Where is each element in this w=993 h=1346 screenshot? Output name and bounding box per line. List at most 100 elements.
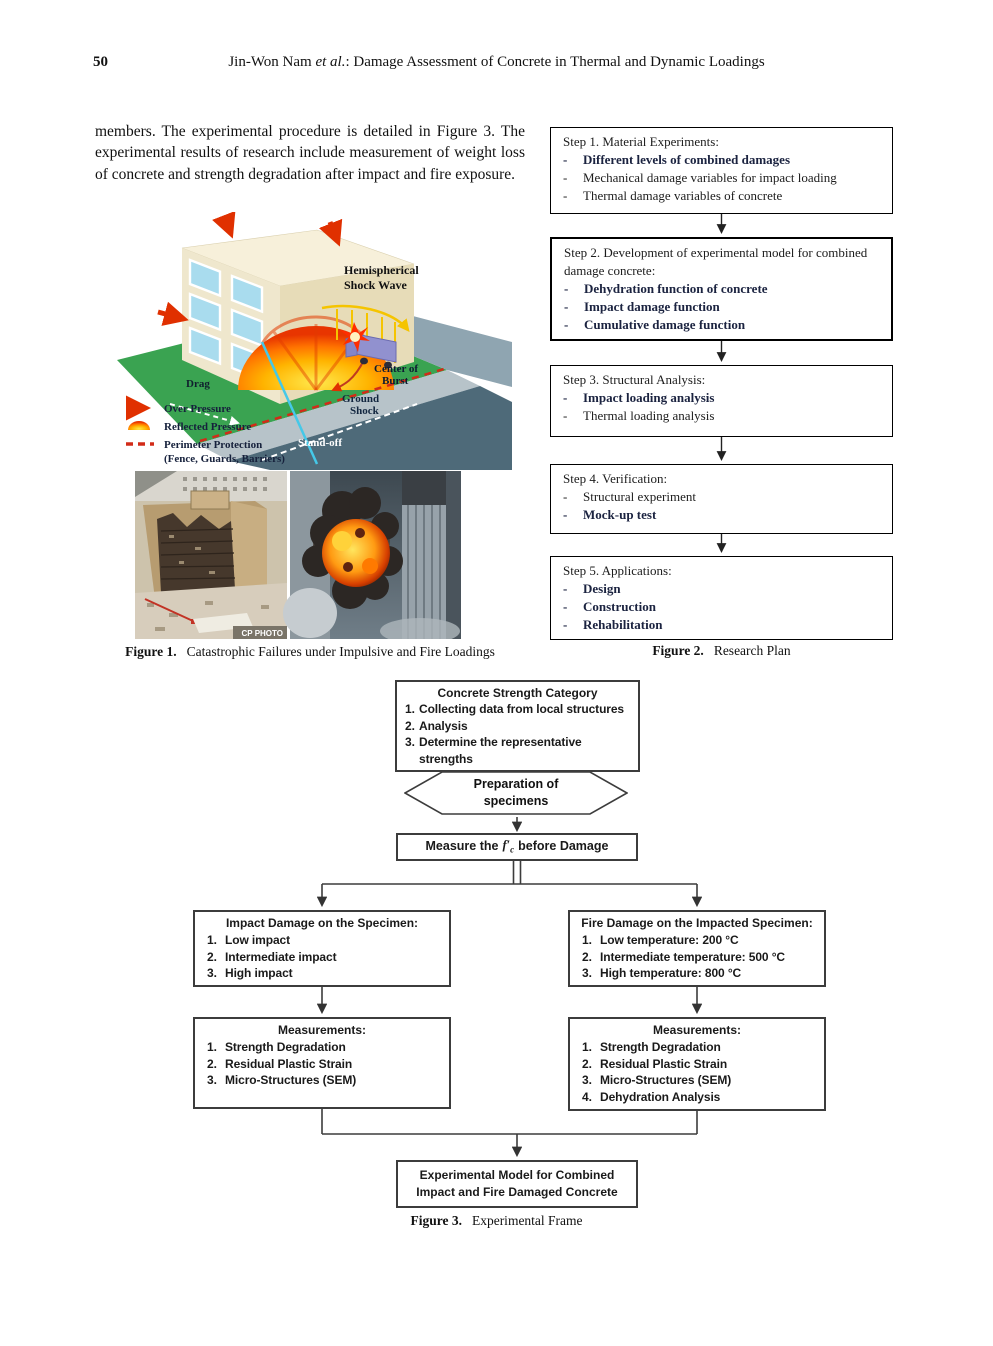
fire-damage-box: Fire Damage on the Impacted Specimen: 1.… [568,910,826,988]
label-shock: Shock [350,405,380,417]
item-text: Intermediate temperature: 500 °C [600,949,785,964]
measurements-right-box: Measurements: 1.Strength Degradation 2.R… [568,1017,826,1111]
reflected-pressure-icon [128,421,150,430]
step-item-text: Thermal damage variables of concrete [583,187,783,203]
item-text: Dehydration Analysis [600,1090,721,1105]
figure1-caption-text: Catastrophic Failures under Impulsive an… [186,644,495,659]
label-drag: Drag [186,378,210,390]
body-paragraph: members. The experimental procedure is d… [95,123,525,183]
step3-title: Step 3. Structural Analysis: [563,372,706,387]
step-item: -Different levels of combined damages [563,151,882,169]
step-item-text: Different levels of combined damages [583,151,791,167]
item-text: Analysis [419,718,468,733]
flow-item: 3. High temperature: 800 °C [576,965,818,982]
item-number: 3. [207,966,217,981]
box-title: Measurements: [277,1023,367,1037]
experimental-model-box: Experimental Model for Combined Impact a… [396,1160,638,1208]
photo-credit: CP PHOTO [242,629,284,638]
box-title: Concrete Strength Category [437,686,598,700]
label-burst: Burst [382,375,409,387]
dash-bullet: - [563,616,568,632]
hexagon-shape [404,771,628,815]
item-text: Low temperature: 200 °C [600,932,739,947]
figure2-research-plan: Step 1. Material Experiments: -Different… [550,127,893,672]
figure3-caption: Figure 3. Experimental Frame [0,1213,993,1229]
step5-title: Step 5. Applications: [563,563,672,578]
item-text: Low impact [225,932,291,947]
step-item: -Dehydration function of concrete [564,280,881,298]
item-number: 2. [207,949,217,964]
dash-bullet: - [563,598,568,614]
item-number: 2. [582,1056,592,1071]
ground-shock-arrow [331,359,365,392]
figure1-caption-label: Figure 1. [125,644,177,659]
item-number: 1. [582,932,592,947]
item-number: 4. [582,1090,592,1105]
step-item-text: Impact damage function [584,298,720,314]
item-number: 2. [207,1056,217,1071]
step4-box: Step 4. Verification: -Structural experi… [550,464,893,534]
dash-bullet: - [563,407,568,423]
item-number: 3. [582,966,592,981]
step-item-text: Cumulative damage function [584,316,746,332]
step-item-text: Dehydration function of concrete [584,280,768,296]
measure-pre: Measure the [425,839,499,854]
dash-bullet: - [564,298,569,314]
step-item-text: Thermal loading analysis [583,407,715,423]
step-item: -Construction [563,598,882,616]
figure2-caption: Figure 2. Research Plan [550,643,893,659]
fc-symbol: f′c [502,837,514,856]
label-center-of: Center of [374,363,418,375]
step-item: -Impact loading analysis [563,389,882,407]
box-title: Measurements: [652,1023,742,1037]
flow-item: 1.Strength Degradation [576,1039,818,1056]
header-title-rest: : Damage Assessment of Concrete in Therm… [345,54,765,70]
flow-item: 1.Low impact [201,932,443,949]
preparation-hexagon: Preparation of specimens [404,771,628,815]
photo-bombed-building: CP PHOTO [135,471,287,639]
measure-post: before Damage [518,839,609,854]
figure3-caption-text: Experimental Frame [471,1213,583,1228]
figure1-caption: Figure 1. Catastrophic Failures under Imp… [85,644,535,660]
figure3-caption-label: Figure 3. [410,1213,462,1228]
item-number: 2. [405,718,415,733]
flow-item: 2.Intermediate impact [201,949,443,966]
label-hemispherical: Hemispherical [344,263,419,277]
item-text: High temperature: 800 °C [600,966,742,981]
label-standoff: Stand-off [298,437,342,449]
box-title: Fire Damage on the Impacted Specimen: [581,916,813,930]
flow-item: 1.Collecting data from local structures [403,701,632,717]
standoff-line [261,403,418,461]
figure3-connectors [316,750,703,1158]
measurements-left-box: Measurements: 1.Strength Degradation 2.R… [193,1017,451,1109]
step2-title: Step 2. Development of experimental mode… [564,245,868,278]
figure2-connectors [716,214,727,553]
figure2-caption-label: Figure 2. [652,643,704,658]
header-author: Jin-Won Nam [228,54,316,70]
figure3-experimental-frame: Concrete Strength Category 1.Collecting … [0,670,993,1270]
bottom-box-line2: Impact and Fire Damaged Concrete [416,1185,618,1199]
over-pressure-arrows [157,212,343,326]
flow-item: 1. Low temperature: 200 °C [576,932,818,949]
prime-mark: ′ [506,838,511,853]
running-header: Jin-Won Nam et al.: Damage Assessment of… [0,54,993,71]
blast-diagram-illustration: Hemispherical Shock Wave Drag Center of … [117,212,512,470]
step-item-text: Mechanical damage variables for impact l… [583,169,837,185]
hexagon-line2: specimens [483,794,549,808]
step-item-text: Rehabilitation [583,616,663,632]
dash-bullet: - [564,280,569,296]
item-text: Determine the representative strengths [419,735,582,766]
figure2-caption-text: Research Plan [713,643,791,658]
step-item-text: Mock-up test [583,506,657,522]
impact-damage-box: Impact Damage on the Specimen: 1.Low imp… [193,910,451,988]
flow-item: 3.Micro-Structures (SEM) [201,1072,443,1089]
legend-over-pressure: Over Pressure [164,403,231,415]
step-item-text: Construction [583,598,656,614]
subscript-c: c [510,844,515,855]
item-text: Strength Degradation [600,1039,721,1054]
step-item: -Rehabilitation [563,616,882,634]
hexagon-text: Preparation of specimens [404,771,628,815]
step4-title: Step 4. Verification: [563,471,668,486]
photo-tower-explosion [283,471,461,639]
